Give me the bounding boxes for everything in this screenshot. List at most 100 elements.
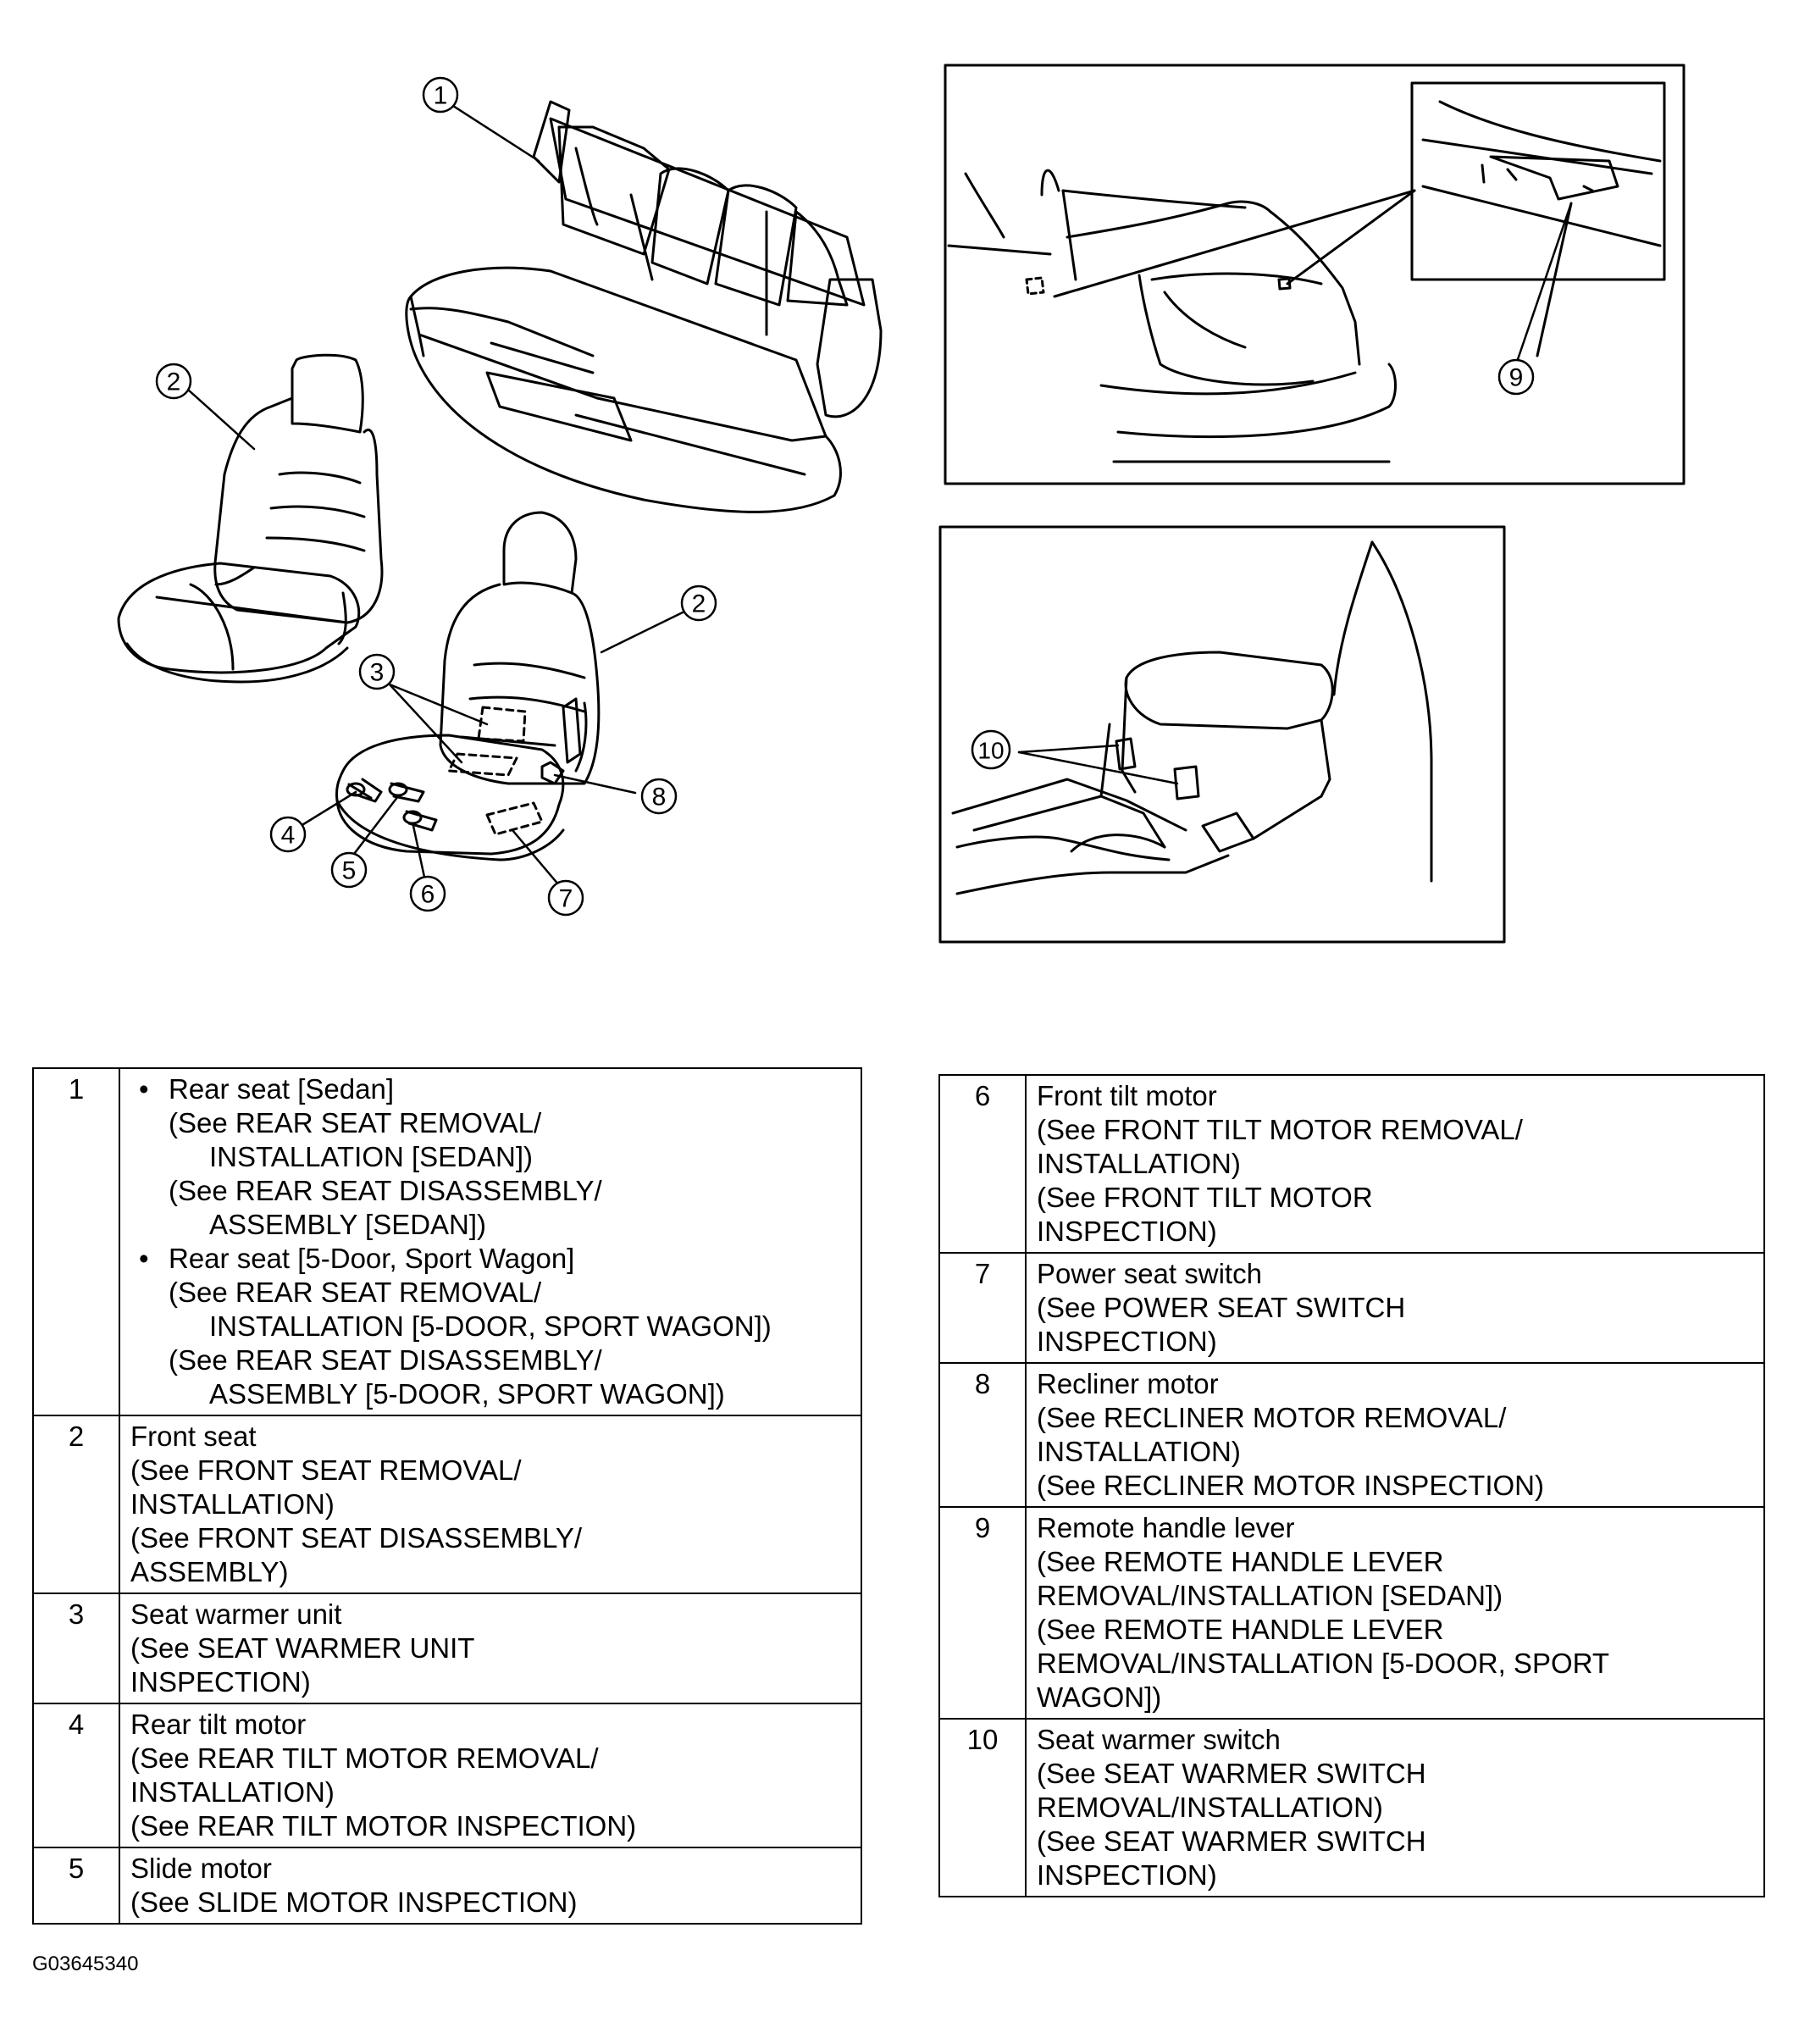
legend-description-line: INSTALLATION): [1037, 1436, 1241, 1467]
seat-component-diagram: 1 2 2 3 4 5 6 7 8 9 10: [0, 0, 1799, 974]
legend-description-line: INSPECTION): [130, 1666, 311, 1698]
legend-item-number: 9: [938, 1506, 1027, 1720]
legend-description-line: Remote handle lever: [1037, 1512, 1295, 1543]
legend-description-line: (See REAR TILT MOTOR REMOVAL/: [130, 1742, 599, 1774]
legend-description-line: (See RECLINER MOTOR REMOVAL/: [1037, 1402, 1507, 1433]
legend-description-line: Seat warmer unit: [130, 1598, 342, 1630]
callout-9: 9: [1509, 364, 1524, 392]
legend-item-description: Front seat(See FRONT SEAT REMOVAL/INSTAL…: [119, 1415, 862, 1594]
callouts: [155, 76, 1535, 917]
legend-description-line: (See REMOTE HANDLE LEVER: [1037, 1614, 1444, 1645]
legend-description-line: (See REAR TILT MOTOR INSPECTION): [130, 1810, 637, 1842]
legend-description-line: (See RECLINER MOTOR INSPECTION): [1037, 1470, 1544, 1501]
legend-description-line: INSTALLATION): [1037, 1148, 1241, 1179]
legend-description-line: ASSEMBLY [SEDAN]): [209, 1209, 487, 1240]
legend-item-description: Slide motor(See SLIDE MOTOR INSPECTION): [119, 1847, 862, 1925]
legend-description-line: (See SEAT WARMER UNIT: [130, 1632, 475, 1664]
legend-item-description: Rear seat [Sedan](See REAR SEAT REMOVAL/…: [119, 1067, 862, 1416]
callout-7: 7: [559, 885, 573, 913]
legend-description-line: INSPECTION): [1037, 1216, 1217, 1247]
legend-description-line: Rear tilt motor: [130, 1709, 307, 1740]
legend-item-description: Recliner motor(See RECLINER MOTOR REMOVA…: [1025, 1362, 1765, 1508]
legend-item-number: 4: [32, 1703, 120, 1848]
legend-item-number: 8: [938, 1362, 1027, 1508]
legend-item-number: 7: [938, 1252, 1027, 1364]
legend-description-line: (See FRONT TILT MOTOR REMOVAL/: [1037, 1114, 1523, 1145]
legend-description-line: (See FRONT SEAT DISASSEMBLY/: [130, 1522, 583, 1554]
legend-description-line: Seat warmer switch: [1037, 1724, 1281, 1755]
rear-seat-drawing: [405, 100, 883, 513]
legend-description-line: INSTALLATION [SEDAN]): [209, 1141, 534, 1172]
figure-code: G03645340: [32, 1953, 139, 1975]
legend-description-line: (See REAR SEAT DISASSEMBLY/: [169, 1344, 602, 1376]
legend-item-description: Rear tilt motor(See REAR TILT MOTOR REMO…: [119, 1703, 862, 1848]
legend-description-line: INSTALLATION): [130, 1776, 335, 1808]
legend-description-line: Rear seat [5-Door, Sport Wagon]: [130, 1242, 852, 1276]
legend-description-line: Slide motor: [130, 1853, 272, 1884]
legend-description-line: (See FRONT SEAT REMOVAL/: [130, 1454, 522, 1486]
legend-description-line: WAGON]): [1037, 1681, 1162, 1713]
legend-item-number: 2: [32, 1415, 120, 1594]
legend-description-line: (See SEAT WARMER SWITCH: [1037, 1758, 1426, 1789]
front-seat-left-drawing: [117, 353, 384, 684]
callout-6: 6: [421, 881, 435, 909]
legend-description-line: (See REAR SEAT REMOVAL/: [169, 1107, 542, 1138]
console-inset-drawing: [938, 525, 1506, 944]
legend-description-line: (See FRONT TILT MOTOR: [1037, 1182, 1373, 1213]
legend-description-line: Power seat switch: [1037, 1258, 1262, 1289]
legend-description-line: Rear seat [Sedan]: [130, 1072, 852, 1106]
legend-description-line: (See REMOTE HANDLE LEVER: [1037, 1546, 1444, 1577]
legend-description-line: Front tilt motor: [1037, 1080, 1217, 1111]
legend-item-number: 3: [32, 1593, 120, 1704]
legend-description-line: REMOVAL/INSTALLATION): [1037, 1792, 1383, 1823]
callout-2-left: 2: [167, 368, 181, 396]
callout-3: 3: [370, 659, 385, 687]
legend-description-line: ASSEMBLY): [130, 1556, 289, 1587]
legend-table-left: 1Rear seat [Sedan](See REAR SEAT REMOVAL…: [32, 1067, 862, 1925]
legend-item-number: 6: [938, 1074, 1027, 1254]
leader-lines: [186, 104, 1573, 887]
callout-10: 10: [977, 738, 1004, 764]
callout-4: 4: [281, 822, 296, 850]
legend-description-line: (See REAR SEAT DISASSEMBLY/: [169, 1175, 602, 1206]
legend-description-line: (See SLIDE MOTOR INSPECTION): [130, 1886, 578, 1918]
legend-description-line: REMOVAL/INSTALLATION [SEDAN]): [1037, 1580, 1503, 1611]
legend-item-description: Front tilt motor(See FRONT TILT MOTOR RE…: [1025, 1074, 1765, 1254]
legend-description-line: (See REAR SEAT REMOVAL/: [169, 1277, 542, 1308]
legend-description-line: REMOVAL/INSTALLATION [5-DOOR, SPORT: [1037, 1648, 1610, 1679]
legend-description-line: (See POWER SEAT SWITCH: [1037, 1292, 1406, 1323]
legend-item-number: 5: [32, 1847, 120, 1925]
legend-description-line: INSPECTION): [1037, 1859, 1217, 1891]
legend-description-line: INSTALLATION): [130, 1488, 335, 1520]
legend-table-left-body: 1Rear seat [Sedan](See REAR SEAT REMOVAL…: [32, 1067, 862, 1925]
legend-description-line: (See SEAT WARMER SWITCH: [1037, 1825, 1426, 1857]
legend-item-number: 10: [938, 1718, 1027, 1897]
trunk-inset-drawing: [944, 64, 1686, 485]
legend-item-description: Remote handle lever(See REMOTE HANDLE LE…: [1025, 1506, 1765, 1720]
callout-8: 8: [652, 784, 667, 812]
callout-2-right: 2: [692, 590, 706, 618]
callout-1: 1: [434, 82, 448, 110]
legend-item-description: Seat warmer switch(See SEAT WARMER SWITC…: [1025, 1718, 1765, 1897]
legend-description-line: Front seat: [130, 1421, 257, 1452]
front-seat-right-drawing: [335, 511, 601, 861]
legend-description-line: INSPECTION): [1037, 1326, 1217, 1357]
callout-5: 5: [342, 857, 357, 885]
legend-description-line: ASSEMBLY [5-DOOR, SPORT WAGON]): [209, 1378, 725, 1410]
legend-description-line: Recliner motor: [1037, 1368, 1219, 1399]
legend-row: 1Rear seat [Sedan](See REAR SEAT REMOVAL…: [32, 1067, 862, 1416]
legend-description-line: INSTALLATION [5-DOOR, SPORT WAGON]): [209, 1310, 772, 1342]
